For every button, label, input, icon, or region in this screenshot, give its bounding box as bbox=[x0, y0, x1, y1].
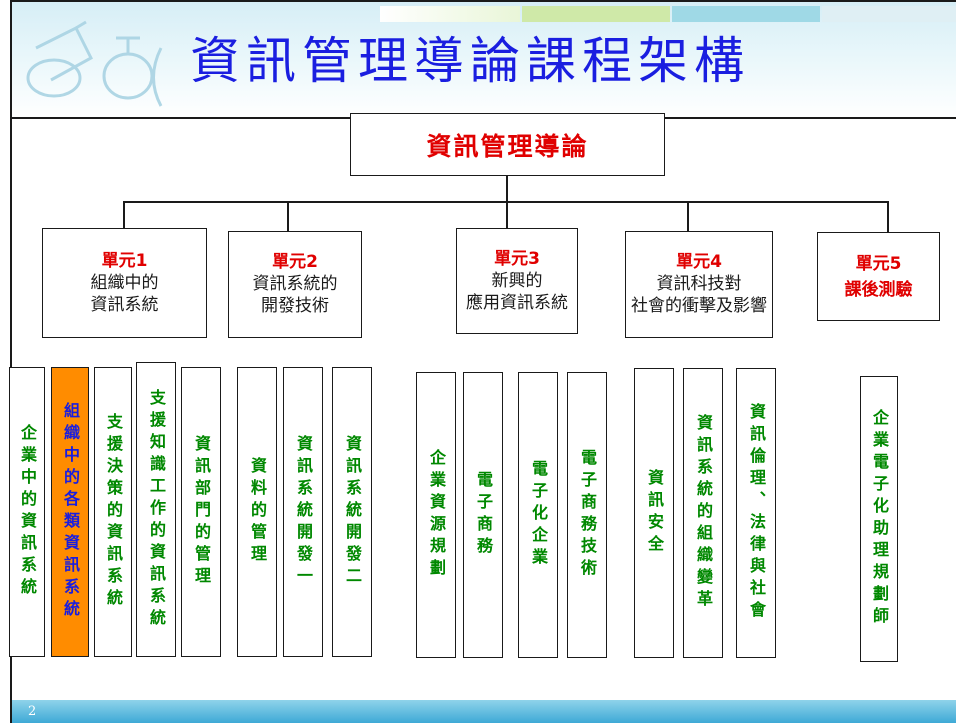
topic-label: 電子商務 bbox=[474, 471, 493, 559]
connector-line bbox=[506, 176, 508, 202]
connector-line bbox=[506, 201, 508, 228]
topic-box: 企業電子化助理規劃師 bbox=[860, 376, 898, 662]
unit-node-4: 單元4 資訊科技對 社會的衝擊及影響 bbox=[625, 231, 773, 338]
topic-box-highlighted: 組織中的各類資訊系統 bbox=[51, 367, 89, 657]
slide-title: 資訊管理導論課程架構 bbox=[190, 32, 750, 90]
topic-label: 企業電子化助理規劃師 bbox=[870, 409, 889, 629]
slide-border-left bbox=[10, 0, 12, 723]
connector-line bbox=[887, 201, 889, 232]
connector-line bbox=[123, 201, 888, 203]
topic-label: 資訊系統的組織變革 bbox=[694, 414, 713, 612]
unit-name: 單元4 bbox=[676, 252, 722, 272]
topic-label: 資訊安全 bbox=[645, 469, 664, 557]
lab-equipment-watermark-icon bbox=[26, 20, 163, 107]
header-deco-bar bbox=[822, 6, 956, 22]
topic-box: 電子化企業 bbox=[518, 372, 558, 658]
topic-box: 支援決策的資訊系統 bbox=[94, 367, 132, 657]
unit-node-3: 單元3 新興的 應用資訊系統 bbox=[456, 228, 578, 334]
root-label: 資訊管理導論 bbox=[426, 131, 589, 161]
unit-description: 新興的 應用資訊系統 bbox=[466, 270, 568, 313]
connector-line bbox=[287, 201, 289, 232]
topic-box: 電子商務 bbox=[463, 372, 503, 658]
topic-label: 電子化企業 bbox=[529, 460, 548, 570]
unit-node-2: 單元2 資訊系統的 開發技術 bbox=[228, 231, 362, 338]
topic-label: 資料的管理 bbox=[248, 457, 267, 567]
footer-band bbox=[12, 700, 956, 723]
unit-name: 單元2 bbox=[272, 252, 318, 272]
connector-line bbox=[687, 201, 689, 232]
topic-box: 支援知識工作的資訊系統 bbox=[136, 362, 176, 657]
topic-box: 資料的管理 bbox=[237, 367, 277, 657]
topic-box: 資訊倫理、法律與社會 bbox=[736, 368, 776, 658]
topic-box: 資訊系統開發一 bbox=[283, 367, 323, 657]
topic-box: 企業資源規劃 bbox=[416, 372, 456, 658]
topic-box: 企業中的資訊系統 bbox=[9, 367, 45, 657]
unit-name: 單元5 課後測驗 bbox=[844, 253, 913, 300]
topic-label: 企業資源規劃 bbox=[427, 449, 446, 581]
header-deco-bar bbox=[522, 6, 670, 22]
topic-box: 資訊安全 bbox=[634, 368, 674, 658]
topic-box: 資訊系統開發二 bbox=[332, 367, 372, 657]
page-number: 2 bbox=[28, 704, 37, 719]
root-node: 資訊管理導論 bbox=[350, 113, 665, 176]
unit-description: 組織中的 資訊系統 bbox=[90, 272, 159, 315]
header-deco-bar bbox=[380, 6, 520, 22]
connector-line bbox=[123, 201, 125, 228]
topic-label: 資訊系統開發一 bbox=[294, 435, 313, 589]
topic-box: 電子商務技術 bbox=[567, 372, 607, 658]
unit-node-1: 單元1 組織中的 資訊系統 bbox=[42, 228, 207, 338]
unit-name: 單元1 bbox=[101, 250, 148, 271]
slide-border-top bbox=[10, 0, 956, 2]
unit-description: 資訊科技對 社會的衝擊及影響 bbox=[631, 274, 767, 316]
topic-box: 資訊系統的組織變革 bbox=[683, 368, 723, 658]
topic-label: 資訊部門的管理 bbox=[192, 435, 211, 589]
unit-name: 單元3 bbox=[494, 248, 540, 269]
unit-node-5: 單元5 課後測驗 bbox=[817, 232, 940, 321]
topic-label: 資訊系統開發二 bbox=[343, 435, 362, 589]
topic-label: 電子商務技術 bbox=[578, 449, 597, 581]
topic-label: 支援知識工作的資訊系統 bbox=[147, 388, 166, 631]
topic-label: 支援決策的資訊系統 bbox=[104, 413, 123, 611]
topic-box: 資訊部門的管理 bbox=[181, 367, 221, 657]
topic-label: 企業中的資訊系統 bbox=[18, 424, 37, 600]
header-deco-bar bbox=[672, 6, 820, 22]
topic-label: 組織中的各類資訊系統 bbox=[61, 402, 80, 622]
topic-label: 資訊倫理、法律與社會 bbox=[747, 403, 766, 623]
unit-description: 資訊系統的 開發技術 bbox=[252, 274, 338, 316]
